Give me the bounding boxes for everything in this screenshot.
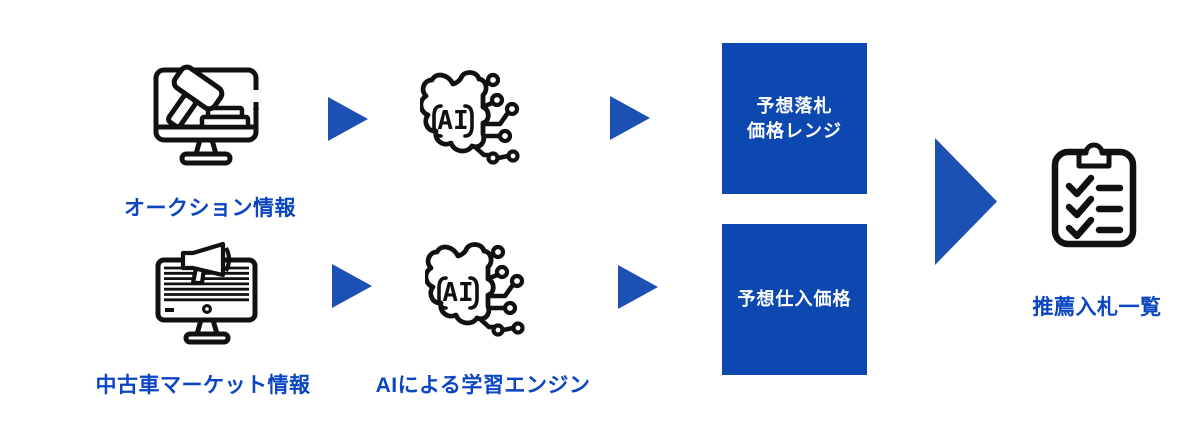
- auction-source-label: オークション情報: [124, 197, 296, 220]
- auction-monitor-icon: [152, 62, 260, 166]
- box-text-line: 予想落札: [756, 95, 833, 116]
- ai-text: AI: [437, 106, 468, 136]
- market-source-label: 中古車マーケット情報: [95, 374, 311, 397]
- arrow-right-icon: [332, 264, 372, 308]
- ai-brain-icon: AI: [420, 66, 520, 166]
- ai-engine-label: AIによる学習エンジン: [375, 374, 591, 397]
- checklist-clipboard-icon: [1050, 141, 1138, 249]
- arrow-right-icon: [328, 97, 368, 141]
- ai-text: AI: [442, 278, 473, 308]
- predicted-purchase-price-box: 予想仕入価格: [722, 224, 867, 375]
- predicted-winning-price-range-box: 予想落札 価格レンジ: [722, 43, 867, 194]
- box-text-line: 予想仕入価格: [737, 289, 852, 309]
- big-arrow-right-icon: [935, 138, 997, 265]
- arrow-right-icon: [610, 96, 650, 140]
- result-label: 推薦入札一覧: [1032, 296, 1162, 319]
- market-monitor-icon: [155, 240, 259, 346]
- arrow-right-icon: [618, 265, 658, 309]
- ai-brain-icon: AI: [425, 238, 525, 338]
- box-text-line: 価格レンジ: [747, 120, 842, 141]
- megaphone-icon: [180, 241, 232, 286]
